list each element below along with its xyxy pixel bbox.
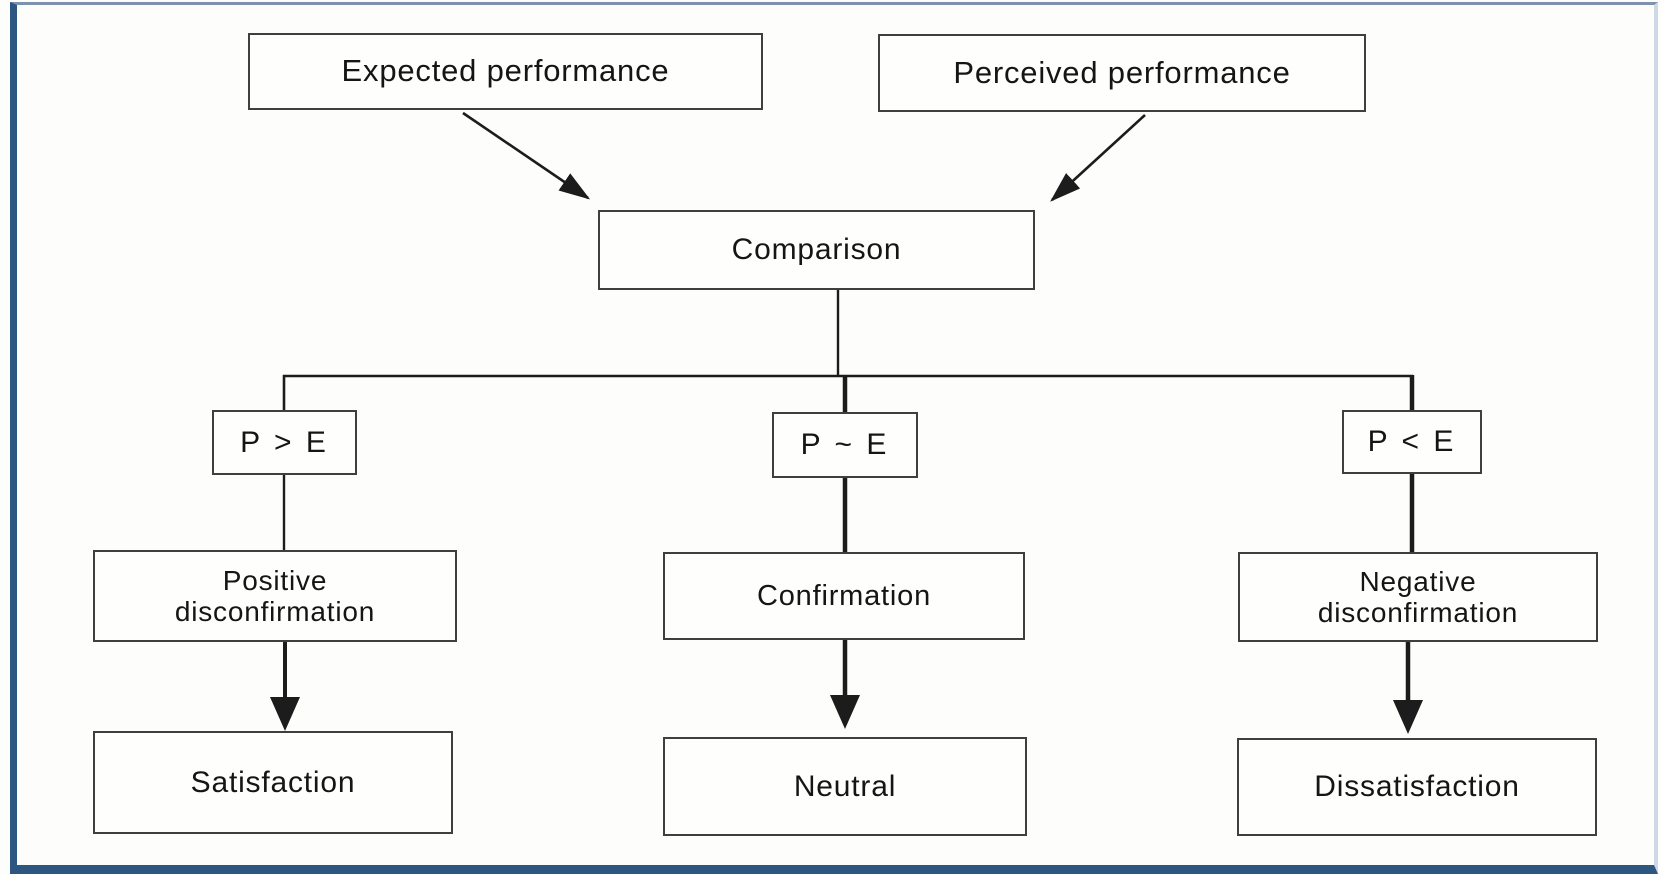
node-confirmation-label: Confirmation — [757, 579, 931, 612]
edge-confirmation-to-neutral — [830, 639, 860, 729]
node-p-less-e-label: P < E — [1367, 425, 1457, 459]
node-perceived-performance-label: Perceived performance — [953, 54, 1291, 90]
node-dissatisfaction: Dissatisfaction — [1237, 738, 1597, 836]
node-positive-disconfirmation-label: Positive disconfirmation — [174, 564, 376, 627]
node-negative-disconfirmation: Negative disconfirmation — [1238, 552, 1598, 642]
node-satisfaction: Satisfaction — [93, 731, 453, 834]
edge-positive-to-satisfaction — [270, 641, 300, 731]
node-perceived-performance: Perceived performance — [878, 34, 1366, 112]
node-p-greater-e: P > E — [212, 410, 357, 475]
node-p-similar-e-label: P ~ E — [800, 428, 890, 462]
node-satisfaction-label: Satisfaction — [190, 765, 356, 799]
edge-perceived-to-comparison — [1050, 114, 1146, 202]
node-neutral-label: Neutral — [793, 769, 897, 803]
node-p-less-e: P < E — [1342, 410, 1482, 474]
node-comparison: Comparison — [598, 210, 1035, 290]
node-neutral: Neutral — [663, 737, 1027, 836]
node-confirmation: Confirmation — [663, 552, 1025, 640]
node-comparison-label: Comparison — [731, 233, 902, 267]
node-negative-disconfirmation-label: Negative disconfirmation — [1317, 565, 1519, 628]
node-positive-disconfirmation: Positive disconfirmation — [93, 550, 457, 642]
edge-comparison-branch-trunk — [282, 290, 1415, 413]
edge-expected-to-comparison — [462, 111, 591, 200]
node-expected-performance: Expected performance — [248, 33, 763, 110]
edge-negative-to-dissatisfaction — [1393, 641, 1423, 734]
node-p-similar-e: P ~ E — [772, 412, 918, 478]
node-dissatisfaction-label: Dissatisfaction — [1314, 770, 1520, 804]
node-expected-performance-label: Expected performance — [341, 53, 670, 89]
node-p-greater-e-label: P > E — [240, 425, 329, 459]
